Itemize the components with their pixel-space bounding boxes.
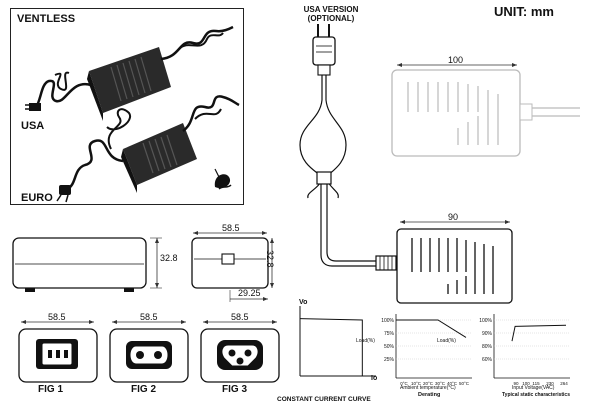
usa-version-line2: (OPTIONAL) bbox=[307, 14, 355, 23]
side-offset-dim: 29.25 bbox=[238, 288, 261, 298]
fig2-width-dim: 58.5 bbox=[140, 312, 158, 322]
der-series-line bbox=[396, 319, 467, 338]
cc-title: CONSTANT CURRENT CURVE bbox=[277, 396, 371, 403]
fig3-label: FIG 3 bbox=[222, 384, 248, 395]
fig3-drawing bbox=[200, 320, 280, 383]
fig3-width-dim: 58.5 bbox=[231, 312, 249, 322]
static-title: Typical static characteristics bbox=[502, 392, 570, 398]
der-y-tick-label: 75% bbox=[384, 331, 395, 337]
side-height-dim: 32.8 bbox=[265, 250, 275, 268]
der-annotation: Load(%) bbox=[437, 338, 456, 344]
fig2-drawing bbox=[109, 320, 189, 383]
static-x-tick-label: 90 bbox=[513, 381, 519, 386]
static-series-line bbox=[511, 324, 567, 342]
der-x-tick-label: 40°C bbox=[447, 381, 458, 386]
adapter-photos bbox=[25, 25, 240, 203]
der-title: Derating bbox=[418, 392, 441, 398]
cc-xlabel: Io bbox=[371, 375, 378, 382]
static-xlabel: Input Voltage(VAC) bbox=[512, 385, 555, 391]
ventless-label: VENTLESS bbox=[17, 13, 76, 25]
der-y-tick-label: 25% bbox=[384, 357, 395, 363]
cc-series-line bbox=[299, 318, 363, 376]
static-y-tick-label: 80% bbox=[482, 344, 493, 350]
cc-annotation: Load(%) bbox=[356, 338, 375, 344]
front-view-drawing bbox=[12, 237, 162, 292]
side-width-dim: 58.5 bbox=[222, 223, 240, 233]
static-x-tick-label: 230 bbox=[546, 381, 554, 386]
fig1-width-dim: 58.5 bbox=[48, 312, 66, 322]
eco-leaf-icon bbox=[214, 168, 232, 190]
der-x-tick-label: 50°C bbox=[459, 381, 470, 386]
top-view-drawing bbox=[391, 63, 580, 157]
cc-ylabel: Vo bbox=[299, 299, 308, 306]
side-length-dim: 90 bbox=[448, 212, 459, 222]
usa-version-line1: USA VERSION bbox=[303, 5, 359, 14]
der-x-tick-label: 30°C bbox=[435, 381, 446, 386]
der-x-tick-label: 0°C bbox=[400, 381, 408, 386]
static-x-tick-label: 115 bbox=[532, 381, 540, 386]
static-x-tick-label: 100 bbox=[522, 381, 530, 386]
static-y-tick-label: 90% bbox=[482, 331, 493, 337]
fig2-label: FIG 2 bbox=[131, 384, 157, 395]
der-x-tick-label: 20°C bbox=[423, 381, 434, 386]
fig1-label: FIG 1 bbox=[38, 384, 64, 395]
power-cord bbox=[299, 75, 376, 267]
usa-label: USA bbox=[21, 120, 45, 132]
strain-relief bbox=[375, 255, 397, 271]
usa-plug-icon bbox=[312, 24, 336, 76]
product-photo-panel: VENTLESS USA EURO bbox=[10, 8, 244, 205]
euro-adapter-image bbox=[56, 95, 240, 203]
usa-adapter-image bbox=[25, 25, 234, 121]
usa-version-label: USA VERSION (OPTIONAL) bbox=[296, 5, 366, 23]
der-xlabel: Ambient temperature(°C) bbox=[400, 385, 456, 391]
constant-current-chart bbox=[299, 306, 376, 377]
front-height-dim: 32.8 bbox=[160, 253, 178, 263]
der-y-tick-label: 50% bbox=[384, 344, 395, 350]
end-view-drawing bbox=[191, 231, 274, 302]
fig1-drawing bbox=[18, 320, 98, 383]
static-x-tick-label: 264 bbox=[560, 381, 568, 386]
side-view-drawing bbox=[396, 220, 513, 304]
top-length-dim: 100 bbox=[448, 55, 464, 65]
euro-label: EURO bbox=[21, 192, 53, 204]
unit-label: UNIT: mm bbox=[494, 4, 554, 19]
static-y-tick-label: 100% bbox=[479, 318, 492, 324]
der-y-tick-label: 100% bbox=[381, 318, 394, 324]
static-y-tick-label: 60% bbox=[482, 357, 493, 363]
der-x-tick-label: 10°C bbox=[411, 381, 422, 386]
